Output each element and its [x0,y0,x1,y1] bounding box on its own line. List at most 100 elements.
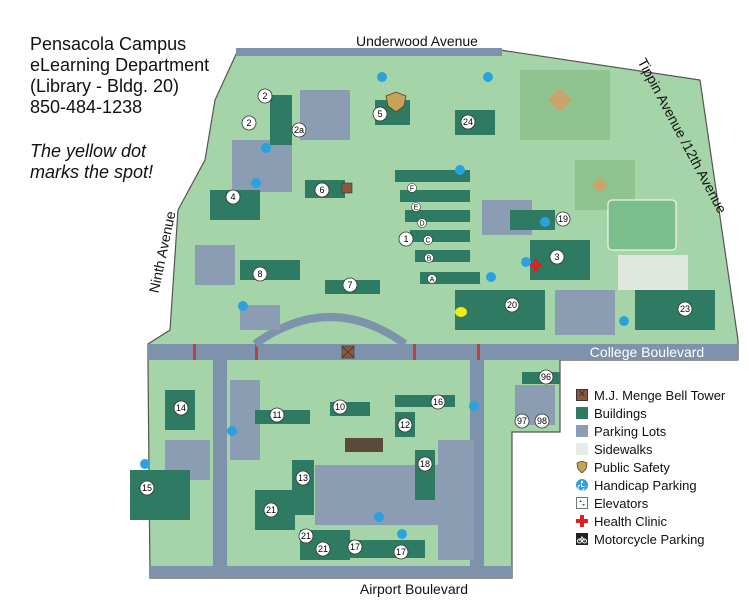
legend-item-buildings: Buildings [576,404,746,422]
college-boulevard-road [148,344,738,360]
building-20-label: 20 [507,300,517,310]
legend-item-health-clinic: Health Clinic [576,512,746,530]
building-shape [345,438,383,452]
motorcycle-parking-icon [576,533,588,545]
building-12[interactable]: 12 [397,417,413,433]
svg-text:D: D [419,221,424,228]
building-2a-label: 2a [294,125,304,135]
building-location: (Library - Bldg. 20) [30,76,180,96]
building-97-label: 97 [517,416,527,426]
map-note: The yellow dot marks the spot! [30,141,230,183]
parking-lot-swatch [576,425,588,437]
handicap-parking-icon [251,178,261,188]
handicap-parking-icon [619,316,629,326]
building-17[interactable]: 17 [393,544,409,560]
building-21[interactable]: 21 [315,541,331,557]
destination-marker [455,307,467,317]
note-line: marks the spot! [30,162,154,182]
health-clinic-icon [530,259,542,271]
legend-label: Buildings [594,405,647,421]
building-17[interactable]: 17 [347,539,363,555]
oval-drive [252,313,408,348]
building-8[interactable]: 8 [252,266,268,282]
legend-item-sidewalks: Sidewalks [576,440,746,458]
phone-number: 850-484-1238 [30,97,143,117]
building-19[interactable]: 19 [555,211,571,227]
building-3[interactable]: 3 [549,249,565,265]
street-label-south: Airport Boulevard [360,581,468,597]
building-shape [240,260,300,280]
building-7[interactable]: 7 [342,277,358,293]
building-2a[interactable]: 2a [291,122,307,138]
handicap-parking-icon [374,512,384,522]
building-18[interactable]: 18 [417,456,433,472]
public-safety-icon [576,461,588,473]
building-shape [415,250,470,262]
building-4[interactable]: 4 [225,189,241,205]
crosswalk [477,344,480,360]
building-5-label: 5 [377,109,382,119]
legend-label: Health Clinic [594,513,667,529]
building-16[interactable]: 16 [430,394,446,410]
building-96-label: 96 [541,372,551,382]
building-96[interactable]: 96 [538,369,554,385]
building-23[interactable]: 23 [677,301,693,317]
legend-item-handicap-parking: Handicap Parking [576,476,746,494]
legend-label: Parking Lots [594,423,667,439]
building-14-label: 14 [176,403,186,413]
legend-item-bell-tower: ✕ M.J. Menge Bell Tower [576,386,746,404]
wing-f: F [407,183,417,193]
department-name: eLearning Department [30,55,210,75]
campus-name: Pensacola Campus [30,34,187,54]
south-road [213,360,227,578]
legend-label: Public Safety [594,459,670,475]
building-shape [405,210,470,222]
track-field [607,199,677,251]
building-10[interactable]: 10 [332,399,348,415]
health-clinic-icon [576,515,588,527]
building-11[interactable]: 11 [269,407,285,423]
handicap-parking-icon [397,529,407,539]
legend-label: Motorcycle Parking [594,531,705,547]
building-21[interactable]: 21 [298,528,314,544]
building-13-label: 13 [298,473,308,483]
building-shape [400,190,470,202]
building-98[interactable]: 98 [534,413,550,429]
building-1[interactable]: 1 [398,231,414,247]
building-shape [395,170,470,182]
building-13[interactable]: 13 [295,470,311,486]
building-shape [455,290,545,330]
svg-text:E: E [414,205,419,212]
building-15[interactable]: 15 [139,480,155,496]
crosswalk [193,344,196,360]
legend-item-public-safety: Public Safety [576,458,746,476]
building-19-label: 19 [558,214,568,224]
handicap-parking-icon [483,72,493,82]
building-97[interactable]: 97 [514,413,530,429]
building-14[interactable]: 14 [173,400,189,416]
svg-text:A: A [430,277,435,284]
svg-text:C: C [425,238,430,245]
handicap-parking-icon [238,301,248,311]
building-labels: 2 2 2a 5 24 6 4 1 19 3 8 7 20 23 96 14 1… [139,88,693,560]
wing-e: E [411,202,421,212]
building-17-label: 17 [350,542,360,552]
bell-tower-marker [341,182,353,194]
handicap-parking-icon [140,459,150,469]
baseball-diamond [548,88,572,112]
building-8-label: 8 [257,269,262,279]
building-24[interactable]: 24 [460,114,476,130]
building-23-label: 23 [680,304,690,314]
department-info: Pensacola Campus eLearning Department (L… [30,34,240,118]
building-6[interactable]: 6 [314,182,330,198]
handicap-parking-icon [227,426,237,436]
building-2[interactable]: 2 [241,115,257,131]
building-4-label: 4 [230,192,235,202]
parking-lots [165,90,615,560]
building-2[interactable]: 2 [257,88,273,104]
building-shape [130,470,190,520]
building-20[interactable]: 20 [504,297,520,313]
building-5[interactable]: 5 [372,106,388,122]
building-21[interactable]: 21 [263,502,279,518]
building-1-label: 1 [403,234,408,244]
